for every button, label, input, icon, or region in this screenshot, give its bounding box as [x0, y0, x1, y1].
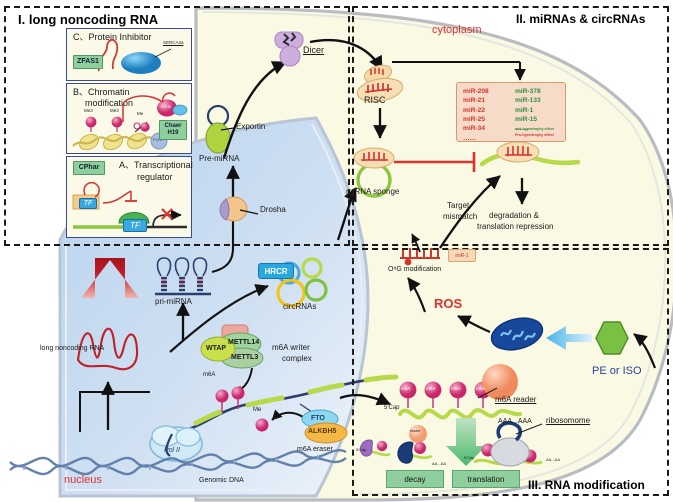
panel-b-heading-line1: B、Chromatin	[73, 87, 130, 97]
serca2a-label: SERCA2a	[163, 40, 184, 45]
cphar-tag: CPhar	[73, 161, 105, 175]
panel-a-heading-line1: A、Transcriptional	[119, 160, 193, 170]
mirna-item: miR-15	[515, 116, 537, 124]
decay-cap-label: 5'Cap	[356, 447, 367, 452]
chaer-label: Chaer	[164, 123, 182, 130]
pe-or-iso-label: PE or ISO	[592, 365, 642, 377]
mir1-tag: miR-1	[448, 249, 476, 262]
m6a-mark-2: m6A	[426, 386, 436, 391]
ezh2-label: EZH2	[161, 104, 172, 109]
chaer-h19-tag: Chaer H19	[159, 120, 187, 140]
tf-label-2: TF	[123, 219, 147, 232]
mirna-item: miR-208	[463, 88, 489, 95]
section-frame-mirna	[352, 6, 669, 246]
section-heading-modification: III. RNA modification	[528, 478, 645, 492]
o8g-modification-label: O⁸G modification	[388, 266, 442, 273]
m6a-writer-label-line2: complex	[282, 354, 312, 363]
m6a-mark-1: m6A	[401, 386, 411, 391]
section-frame-lncrna	[4, 6, 350, 246]
ribosome-label: ribosomome	[546, 416, 591, 425]
panel-protein-inhibitor: C、Protein Inhibitor ZFAS1 SERCA2a	[66, 28, 192, 81]
wtap-label: WTAP	[206, 345, 227, 352]
polii-label: Pol II	[164, 447, 180, 454]
decay-polya-label: AA...AA	[432, 461, 447, 466]
cytoplasm-label: cytoplasm	[432, 24, 482, 36]
risc-label: RISC	[364, 95, 386, 105]
degradation-line2: translation repression	[477, 222, 554, 231]
genomic-dna-label: Genomic DNA	[199, 477, 244, 484]
panel-chromatin-modification: B、Chromatin modification	[66, 83, 192, 154]
section-heading-lncrna: I. long noncoding RNA	[18, 12, 159, 27]
ros-label: ROS	[434, 296, 463, 311]
mettl14-label: METTL14	[228, 339, 260, 346]
drosha-label: Drosha	[260, 205, 286, 214]
translation-cap-label: 5'Cap	[464, 455, 475, 460]
me-mark-nucleus: Me	[253, 407, 262, 413]
tf-label-1: TF	[79, 198, 97, 209]
mirna-left-column: miR-208 miR-21 miR-22 miR-25 miR-34 ……	[463, 87, 489, 143]
m6a-writer-label-line1: m6A writer	[272, 343, 310, 352]
fto-label: FTO	[311, 415, 325, 422]
m6a-eraser-label: m6A eraser	[297, 446, 333, 453]
me3-mark-1: Me3	[84, 108, 93, 113]
degradation-line1: degradation &	[489, 211, 539, 220]
section-frame-modification	[352, 248, 669, 496]
m6a-mark-nucleus: m6A	[203, 372, 216, 378]
pro-hypertrophy-note: Pro-hypertrophy effect	[515, 133, 554, 137]
mirna-item: miR-378	[515, 88, 541, 95]
mirna-item: miR-133	[515, 97, 541, 105]
mirna-item: ……	[463, 134, 477, 142]
cap-label: 5'Cap	[384, 405, 400, 411]
m6a-mark-4: m6A	[476, 386, 486, 391]
dicer-label: Dicer	[303, 45, 325, 55]
zfas1-tag: ZFAS1	[73, 55, 103, 69]
panel-c-heading: C、Protein Inhibitor	[73, 32, 152, 42]
translation-polya-label: AA...AA	[546, 457, 561, 462]
panel-a-heading-line2: regulator	[137, 172, 173, 182]
anti-hypertrophy-note: anti-hypertrophy effect	[515, 127, 555, 131]
m6a-mark-3: m6A	[451, 386, 461, 391]
mirna-item: miR-21	[463, 97, 485, 105]
h19-label: H19	[167, 130, 179, 136]
decay-badge: decay	[386, 470, 444, 488]
mirna-item: miR-34	[463, 125, 485, 133]
me3-mark-2: Me3	[110, 108, 119, 113]
me-mark: Me	[137, 111, 144, 116]
panel-b-heading-line2: modification	[85, 98, 134, 108]
mirna-list-box: miR-208 miR-21 miR-22 miR-25 miR-34 …… m…	[456, 82, 566, 142]
mirna-right-column: miR-378 miR-133 miR-1 miR-15 ……	[515, 87, 541, 134]
polii-label-panel-b: Pol II	[153, 137, 163, 142]
target-mismatch-line2: mismatch	[443, 212, 478, 221]
nucleus-label: nucleus	[64, 474, 102, 486]
pri-mirna-label: pri-miRNA	[155, 297, 192, 306]
mirna-sponge-label: miRNA sponge	[346, 187, 400, 196]
pre-mirna-label: Pre-miRNA	[199, 154, 240, 163]
translation-badge: translation	[452, 470, 520, 488]
mirna-item: miR-25	[463, 116, 485, 124]
mettl3-label: METTL3	[231, 354, 259, 361]
alkbh5-label: ALKBH5	[308, 428, 337, 435]
lncrna-label: long noncoding RNA	[40, 345, 105, 352]
circrna-label: circRNAs	[283, 302, 317, 311]
target-mismatch-line1: Target	[447, 201, 470, 210]
polya-label: AAA...AAA	[498, 418, 532, 425]
m6a-reader-label: m6A reader	[495, 395, 537, 404]
panel-transcriptional-regulator: A、Transcriptional regulator CPhar TF TF	[66, 156, 193, 238]
hrcr-tag: HRCR	[258, 263, 294, 279]
mirna-item: miR-22	[463, 106, 485, 114]
mirna-item: ……	[515, 125, 529, 133]
reader-small-label: reader	[410, 429, 421, 433]
mirna-item: miR-1	[515, 106, 534, 114]
section-heading-mirna: II. miRNAs & circRNAs	[516, 12, 646, 26]
exportin-label: Exportin	[236, 122, 266, 131]
